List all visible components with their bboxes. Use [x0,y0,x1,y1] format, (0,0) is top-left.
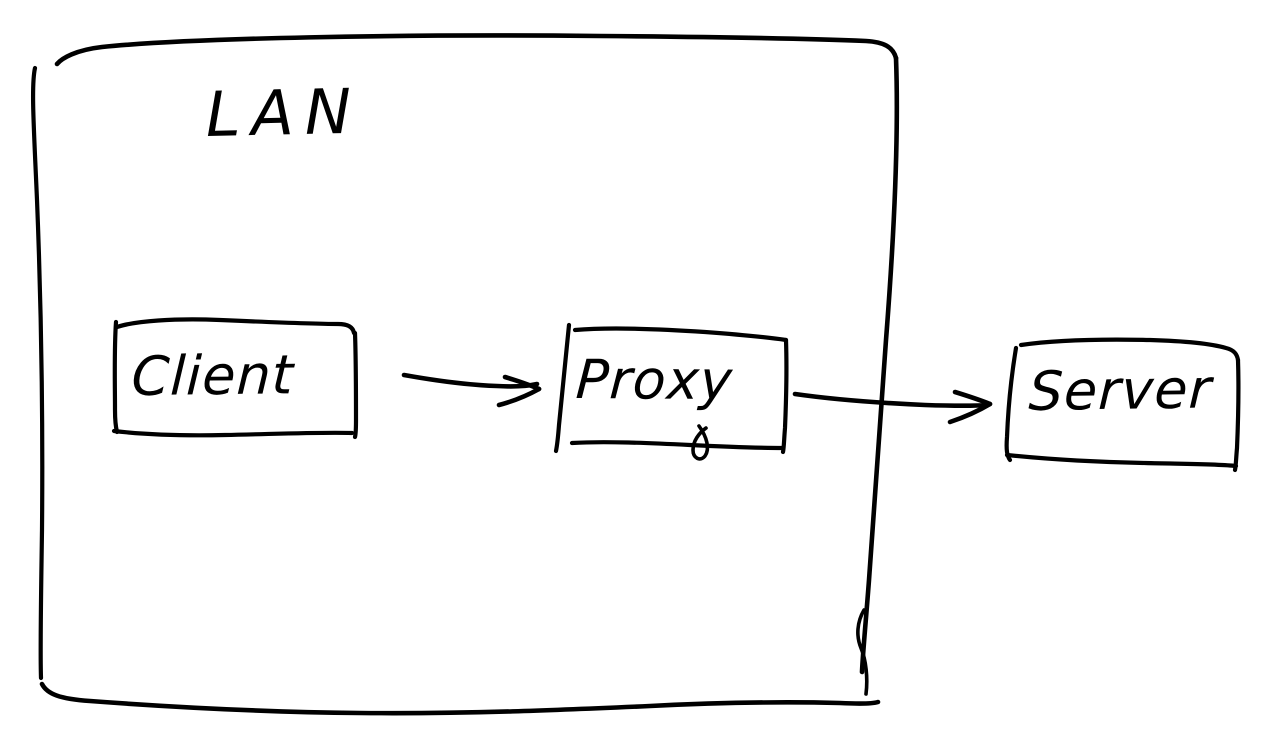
lan-right-edge-hook [856,608,869,696]
lan-top-edge [54,33,899,67]
proxy-box-top [572,326,789,343]
client-node-box[interactable] [111,317,359,440]
client-box-right [352,330,359,440]
lan-bottom-edge [39,681,881,716]
arrow-proxy-to-server[interactable] [792,389,993,425]
proxy-label-descender [691,424,710,461]
server-box-bottom [1004,452,1239,469]
lan-left-edge [30,65,45,681]
arrow2-head-upper [952,389,993,407]
lan-boundary[interactable] [30,33,900,716]
arrow-client-to-proxy[interactable] [401,372,542,408]
server-node-label: Server [1027,357,1214,424]
proxy-box-right [780,337,789,455]
client-box-left [112,319,120,435]
proxy-box-left [553,322,572,454]
arrow1-head-lower [496,386,542,408]
client-box-bottom [111,428,355,438]
server-box-right [1232,357,1241,473]
server-box-top [1018,337,1241,363]
client-box-top [114,317,357,336]
client-node-label: Client [130,343,296,409]
lan-boundary-label: LAN [205,74,363,151]
server-box-left [1004,345,1019,463]
server-node-box[interactable] [1004,337,1241,473]
lan-right-edge [859,55,900,675]
arrow2-head-lower [947,401,993,425]
arrow2-shaft [792,391,991,409]
proxy-box-bottom [569,440,786,451]
proxy-node-box[interactable] [553,322,789,461]
proxy-node-label: Proxy [574,348,735,413]
